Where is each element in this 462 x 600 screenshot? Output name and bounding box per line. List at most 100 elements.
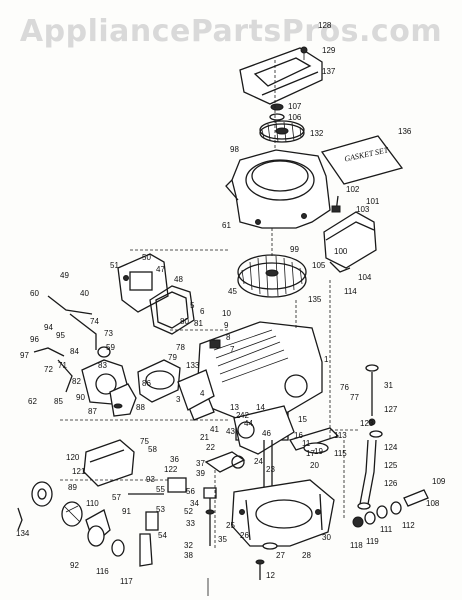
part-label-38: 38: [184, 551, 193, 560]
connecting-rod-drawing: [204, 451, 246, 473]
part-label-47: 47: [156, 265, 165, 274]
part-label-43: 43: [226, 427, 235, 436]
part-label-94: 94: [44, 323, 53, 332]
part-label-17: 17: [306, 449, 315, 458]
part-label-117: 117: [120, 577, 133, 586]
part-label-127: 127: [384, 405, 398, 414]
part-label-79: 79: [168, 353, 177, 362]
part-label-95: 95: [56, 331, 65, 340]
bracket-drawing: [128, 477, 187, 531]
ignition-bracket-drawing: [117, 253, 169, 313]
part-label-54: 54: [158, 531, 167, 540]
crankcase-bolt-drawing: [255, 542, 278, 580]
camshaft-drawing: [289, 427, 340, 454]
part-label-124: 124: [384, 443, 398, 452]
part-label-113: 113: [334, 431, 347, 440]
part-label-51: 51: [110, 261, 119, 270]
part-label-83: 83: [98, 361, 107, 370]
part-label-119: 119: [366, 537, 379, 546]
part-label-114: 114: [344, 287, 357, 296]
part-label-111: 111: [380, 525, 393, 534]
part-label-55: 55: [156, 485, 165, 494]
part-label-105: 105: [312, 261, 326, 270]
part-label-36: 36: [170, 455, 179, 464]
part-label-49: 49: [60, 271, 69, 280]
part-label-4: 4: [200, 389, 205, 398]
part-label-48: 48: [174, 275, 183, 284]
part-label-46: 46: [262, 429, 271, 438]
part-label-25: 25: [226, 521, 235, 530]
part-label-73: 73: [104, 329, 113, 338]
part-label-99: 99: [290, 245, 299, 254]
governor-linkage-drawing: [33, 295, 97, 393]
part-label-121: 121: [72, 467, 86, 476]
part-label-115: 115: [334, 449, 347, 458]
part-label-112: 112: [402, 521, 415, 530]
air-cleaner-drawing: [323, 211, 377, 273]
part-label-60: 60: [30, 289, 39, 298]
part-label-14: 14: [256, 403, 265, 412]
oil-fill-tube-drawing: [357, 418, 383, 510]
part-label-5: 5: [190, 301, 195, 310]
part-label-33: 33: [186, 519, 195, 528]
part-label-80: 80: [180, 317, 189, 326]
part-label-15: 15: [298, 415, 307, 424]
part-label-103: 103: [356, 205, 370, 214]
part-label-85: 85: [54, 397, 63, 406]
dipstick-drawing: [365, 364, 379, 416]
part-label-35: 35: [218, 535, 227, 544]
part-label-39: 39: [196, 469, 205, 478]
part-label-20: 20: [310, 461, 319, 470]
part-label-128: 128: [318, 21, 332, 30]
part-label-1: 1: [324, 355, 329, 364]
part-label-19: 19: [314, 447, 323, 456]
part-label-21: 21: [200, 433, 209, 442]
part-label-91: 91: [122, 507, 131, 516]
part-label-53: 53: [156, 505, 165, 514]
starter-parts-drawing: [17, 481, 153, 567]
part-label-62: 62: [28, 397, 37, 406]
part-label-3: 3: [176, 395, 181, 404]
part-label-118: 118: [350, 541, 363, 550]
part-label-24: 24: [254, 457, 263, 466]
part-label-59: 59: [106, 343, 115, 352]
piston-drawing: [177, 369, 215, 411]
part-label-82: 82: [72, 377, 81, 386]
part-label-133: 133: [186, 361, 200, 370]
part-label-136: 136: [398, 127, 412, 136]
part-label-34: 34: [190, 499, 199, 508]
part-label-16: 16: [294, 431, 303, 440]
part-label-75: 75: [140, 437, 149, 446]
part-label-10: 10: [222, 309, 231, 318]
part-label-71: 71: [58, 361, 67, 370]
part-label-50: 50: [142, 253, 151, 262]
part-label-81: 81: [194, 319, 203, 328]
part-label-97: 97: [20, 351, 29, 360]
part-label-31: 31: [384, 381, 393, 390]
part-label-40: 40: [80, 289, 89, 298]
part-label-8: 8: [226, 333, 231, 342]
carburetor-drawing: [81, 346, 137, 417]
part-label-120: 120: [66, 453, 80, 462]
part-label-87: 87: [88, 407, 97, 416]
right-washer-stack-drawing: [352, 489, 429, 528]
crankshaft-drawing: [233, 405, 295, 494]
part-label-109: 109: [432, 477, 446, 486]
part-label-108: 108: [426, 499, 440, 508]
top-cover-drawing: [239, 47, 323, 105]
part-label-74: 74: [90, 317, 99, 326]
part-label-13: 13: [230, 403, 239, 412]
nut-washer-drawing: [269, 103, 285, 121]
flywheel-drawing: [237, 254, 307, 298]
valve-parts-drawing: [203, 487, 217, 546]
part-label-6: 6: [200, 307, 205, 316]
part-label-102: 102: [346, 185, 360, 194]
part-label-57: 57: [112, 493, 121, 502]
intake-manifold-drawing: [137, 359, 181, 403]
top-screw-drawing: [300, 46, 308, 60]
part-label-77: 77: [350, 393, 359, 402]
part-label-93: 93: [146, 475, 155, 484]
part-label-134: 134: [16, 529, 30, 538]
